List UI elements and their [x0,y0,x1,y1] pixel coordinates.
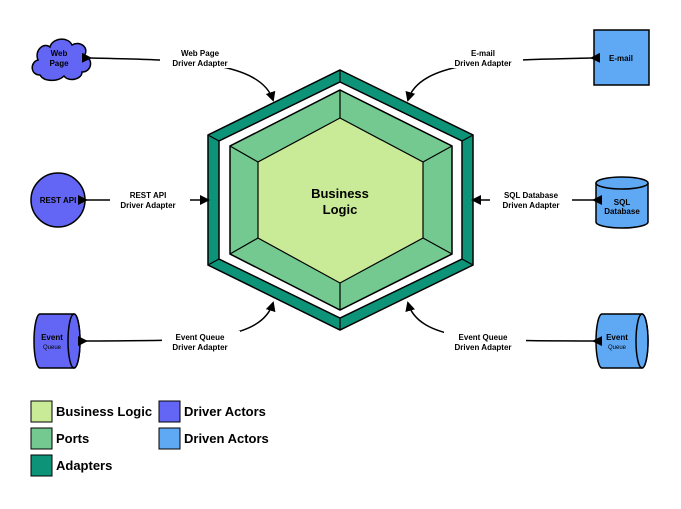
rest-api-adapter-line2: Driver Adapter [120,201,175,210]
legend-label-driven-actors: Driven Actors [184,431,269,446]
event-queue-driven-adapter-line1: Event Queue [459,333,508,342]
adapter-labels: Web Page Driver Adapter REST API Driver … [110,47,572,352]
event-queue-driven-label-line2: Queue [608,345,627,351]
database-cylinder-icon [595,183,649,229]
legend-swatch-driver-actors [158,400,181,423]
actor-event-queue-driver: Event Queue [33,313,81,369]
sql-database-adapter-line1: SQL Database [504,191,559,200]
event-queue-driver-adapter-line2: Driver Adapter [172,343,227,352]
ports-bevel-lines [229,90,453,310]
legend-label-ports: Ports [56,431,89,446]
legend-label-adapters: Adapters [56,458,112,473]
cloud-icon [31,38,92,82]
event-queue-driven-label-line1: Event [606,333,628,342]
core-label-line2: Logic [323,202,358,217]
email-adapter-line2: Driven Adapter [454,59,511,68]
queue-cylinder-end [635,313,649,369]
legend-swatch-driven-actors [158,427,181,450]
event-queue-driver-adapter-line1: Event Queue [176,333,225,342]
actor-rest-api: REST API [30,172,86,228]
web-page-label-line2: Page [49,59,69,68]
actor-email: E-mail [593,29,650,86]
web-page-adapter-line2: Driver Adapter [172,59,227,68]
legend-label-driver-actors: Driver Actors [184,404,266,419]
hexagon: Business Logic [207,69,474,331]
legend: Business Logic Ports Adapters Driver Act… [30,400,269,477]
sql-database-adapter-line2: Driven Adapter [502,201,559,210]
actor-sql-database: SQL Database [595,176,649,229]
email-adapter-line1: E-mail [471,49,495,58]
core-label-line1: Business [311,186,369,201]
event-queue-driver-label-line2: Queue [43,345,62,351]
email-label: E-mail [609,54,633,63]
sql-database-label-line2: Database [604,207,640,216]
legend-swatch-business-logic [30,400,53,423]
adapters-bevel-lines [207,70,474,330]
actor-web-page: Web Page [31,38,92,82]
queue-cylinder-end [67,313,81,369]
square-icon [593,29,650,86]
sql-database-label-line1: SQL [614,198,631,207]
database-cylinder-top [595,176,649,190]
rest-api-label: REST API [40,196,77,205]
rest-api-adapter-line1: REST API [130,191,167,200]
actor-event-queue-driven: Event Queue [595,313,649,369]
web-page-label-line1: Web [51,49,68,58]
legend-swatch-ports [30,427,53,450]
event-queue-driver-label-line1: Event [41,333,63,342]
legend-swatch-adapters [30,454,53,477]
web-page-adapter-line1: Web Page [181,49,220,58]
event-queue-driven-adapter-line2: Driven Adapter [454,343,511,352]
legend-label-business-logic: Business Logic [56,404,152,419]
